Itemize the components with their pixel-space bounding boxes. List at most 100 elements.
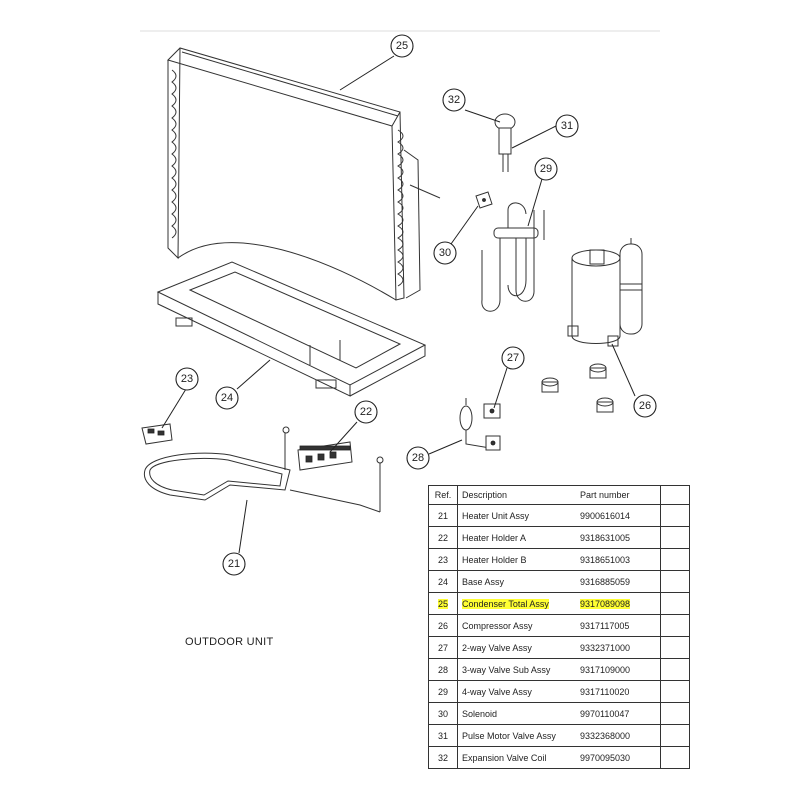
cell-part-number: 9318631005 — [576, 526, 661, 549]
svg-text:23: 23 — [181, 373, 193, 385]
callout-29: 29 — [534, 157, 558, 181]
table-row-highlighted: 25 Condenser Total Assy 9317089098 — [428, 592, 690, 615]
cell-description: 2-way Valve Assy — [457, 636, 576, 659]
table-row: 30 Solenoid 9970110047 — [428, 702, 690, 725]
callout-31: 31 — [555, 114, 579, 138]
cell-part-number: 9318651003 — [576, 548, 661, 571]
svg-text:25: 25 — [396, 40, 408, 52]
cell-ref: 32 — [428, 746, 458, 769]
service-valves-illustration — [459, 398, 501, 451]
cell-empty — [660, 548, 690, 571]
cell-ref: 29 — [428, 680, 458, 703]
cell-empty — [660, 526, 690, 549]
header-description: Description — [457, 485, 576, 505]
cell-description: Heater Holder A — [457, 526, 576, 549]
callout-21: 21 — [222, 552, 246, 576]
cell-part-number: 9316885059 — [576, 570, 661, 593]
cell-empty — [660, 658, 690, 681]
expansion-valve-illustration — [494, 113, 516, 172]
svg-text:24: 24 — [221, 392, 233, 404]
callout-26: 26 — [633, 394, 657, 418]
four-way-valve-illustration — [481, 202, 545, 312]
table-row: 31 Pulse Motor Valve Assy 9332368000 — [428, 724, 690, 747]
cell-part-number: 9970110047 — [576, 702, 661, 725]
cell-empty — [660, 504, 690, 527]
cell-ref: 31 — [428, 724, 458, 747]
svg-text:22: 22 — [360, 406, 372, 418]
cell-empty — [660, 570, 690, 593]
cell-ref: 30 — [428, 702, 458, 725]
callout-32: 32 — [442, 88, 466, 112]
svg-text:32: 32 — [448, 94, 460, 106]
cell-description: Pulse Motor Valve Assy — [457, 724, 576, 747]
cell-part-number: 9317110020 — [576, 680, 661, 703]
cell-description: Heater Unit Assy — [457, 504, 576, 527]
cell-part-number: 9332368000 — [576, 724, 661, 747]
cell-empty — [660, 636, 690, 659]
heater-holder-a-illustration — [297, 441, 353, 471]
cell-part-number: 9317117005 — [576, 614, 661, 637]
cell-description: 3-way Valve Sub Assy — [457, 658, 576, 681]
compressor-illustration — [567, 238, 643, 347]
cell-ref: 26 — [428, 614, 458, 637]
cell-description: Solenoid — [457, 702, 576, 725]
cell-ref: 27 — [428, 636, 458, 659]
outdoor-unit-caption: OUTDOOR UNIT — [185, 636, 274, 648]
callout-22: 22 — [354, 400, 378, 424]
table-row: 27 2-way Valve Assy 9332371000 — [428, 636, 690, 659]
cell-ref: 22 — [428, 526, 458, 549]
svg-text:27: 27 — [507, 352, 519, 364]
header-empty — [660, 485, 690, 505]
svg-text:26: 26 — [639, 400, 651, 412]
svg-text:21: 21 — [228, 558, 240, 570]
cell-empty — [660, 746, 690, 769]
leader-lines — [161, 55, 636, 554]
cell-part-number: 9317109000 — [576, 658, 661, 681]
cell-part-number: 9317089098 — [576, 592, 661, 615]
callout-27: 27 — [501, 346, 525, 370]
highlight-mark: 9317089098 — [580, 598, 631, 609]
callout-30: 30 — [433, 241, 457, 265]
table-row: 22 Heater Holder A 9318631005 — [428, 526, 690, 549]
cell-description: Compressor Assy — [457, 614, 576, 637]
callout-23: 23 — [175, 367, 199, 391]
table-row: 32 Expansion Valve Coil 9970095030 — [428, 746, 690, 769]
cell-empty — [660, 724, 690, 747]
table-row: 23 Heater Holder B 9318651003 — [428, 548, 690, 571]
cell-description: Base Assy — [457, 570, 576, 593]
cell-description: Heater Holder B — [457, 548, 576, 571]
table-row: 28 3-way Valve Sub Assy 9317109000 — [428, 658, 690, 681]
highlight-mark: 25 — [437, 598, 448, 609]
base-assy-illustration — [156, 261, 427, 397]
highlight-mark: Condenser Total Assy — [462, 598, 549, 609]
cell-empty — [660, 680, 690, 703]
condenser-coil-illustration — [167, 47, 441, 301]
cell-part-number: 9332371000 — [576, 636, 661, 659]
header-ref: Ref. — [428, 485, 458, 505]
cell-ref: 21 — [428, 504, 458, 527]
cell-part-number: 9970095030 — [576, 746, 661, 769]
svg-text:28: 28 — [412, 452, 424, 464]
table-row: 24 Base Assy 9316885059 — [428, 570, 690, 593]
cell-ref: 28 — [428, 658, 458, 681]
svg-text:30: 30 — [439, 247, 451, 259]
heater-holder-b-illustration — [141, 423, 173, 445]
parts-list-table: Ref. Description Part number 21 Heater U… — [428, 485, 690, 769]
heater-unit-illustration — [143, 426, 384, 513]
solenoid-illustration — [475, 191, 493, 209]
callout-25: 25 — [390, 34, 414, 58]
header-part-number: Part number — [576, 485, 661, 505]
cell-empty — [660, 614, 690, 637]
rubber-mounts-illustration — [541, 363, 614, 413]
cell-description: Expansion Valve Coil — [457, 746, 576, 769]
svg-text:31: 31 — [561, 120, 573, 132]
cell-empty — [660, 592, 690, 615]
svg-text:29: 29 — [540, 163, 552, 175]
table-header-row: Ref. Description Part number — [428, 485, 690, 505]
cell-description: 4-way Valve Assy — [457, 680, 576, 703]
table-row: 21 Heater Unit Assy 9900616014 — [428, 504, 690, 527]
cell-part-number: 9900616014 — [576, 504, 661, 527]
callout-24: 24 — [215, 386, 239, 410]
cell-ref: 23 — [428, 548, 458, 571]
